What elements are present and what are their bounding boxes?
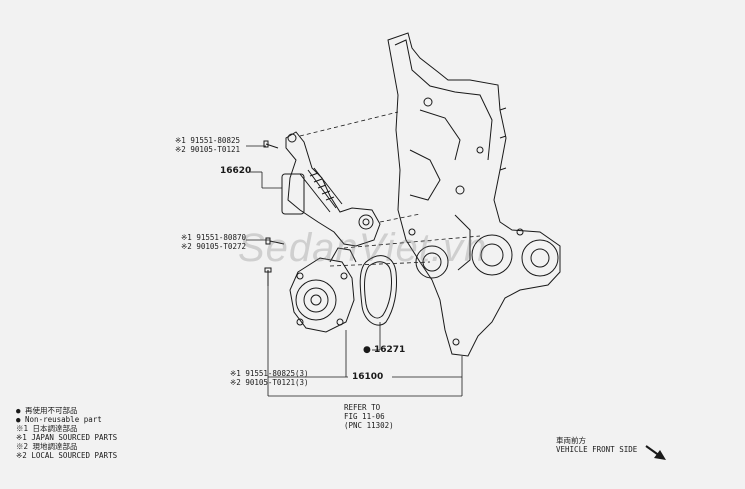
refer-line-1: REFER TO [344,403,381,412]
direction-note: 車両前方 VEHICLE FRONT SIDE [556,436,637,454]
refer-note: REFER TO FIG 11-06 (PNC 11302) [344,403,394,430]
legend-item-1-text: 再使用不可部品 [25,406,78,415]
label-group-2: ※1 91551-80870 ※2 90105-T0272 [181,233,246,251]
legend-item-2-text: Non-reusable part [25,415,102,424]
label-group-2-line-2: ※2 90105-T0272 [181,242,246,251]
label-group-1-line-2: ※2 90105-T0121 [175,145,240,154]
legend-item-1: ● 再使用不可部品 [16,406,78,415]
label-group-3: ※1 91551-80825(3) ※2 90105-T0121(3) [230,369,309,387]
legend-item-2: ● Non-reusable part [16,415,102,424]
gasket-drawing [359,255,397,326]
legend-item-3: ※1 日本調達部品 [16,424,78,433]
chain-tensioner-drawing [281,131,381,247]
legend-item-6: ※2 LOCAL SOURCED PARTS [16,451,118,460]
label-group-1-line-1: ※1 91551-80825 [175,136,240,145]
label-group-1: ※1 91551-80825 ※2 90105-T0121 [175,136,240,154]
part-number-tensioner: 16620 [220,166,252,176]
refer-line-3: (PNC 11302) [344,421,394,430]
front-direction-arrow [645,445,666,460]
legend-item-4: ※1 JAPAN SOURCED PARTS [16,433,118,442]
direction-line-1: 車両前方 [556,436,586,445]
water-pump-drawing [289,247,357,333]
label-group-2-line-1: ※1 91551-80870 [181,233,246,242]
direction-line-2: VEHICLE FRONT SIDE [556,445,638,454]
part-number-gasket-value: 16271 [374,345,406,355]
part-number-gasket: ● 16271 [363,345,406,355]
legend-item-5: ※2 現地調達部品 [16,442,78,451]
label-group-3-line-1: ※1 91551-80825(3) [230,369,309,378]
label-group-3-line-2: ※2 90105-T0121(3) [230,378,309,387]
timing-cover-drawing [387,32,561,357]
part-number-water-pump: 16100 [352,372,384,382]
legend: ● 再使用不可部品 ● Non-reusable part ※1 日本調達部品 … [16,406,117,460]
watermark: SedanViet.vn [238,226,488,270]
refer-line-2: FIG 11-06 [344,412,385,421]
dashed-alignment-lines [299,111,481,267]
bolts-drawing [263,140,285,286]
leader-lines [246,145,463,397]
